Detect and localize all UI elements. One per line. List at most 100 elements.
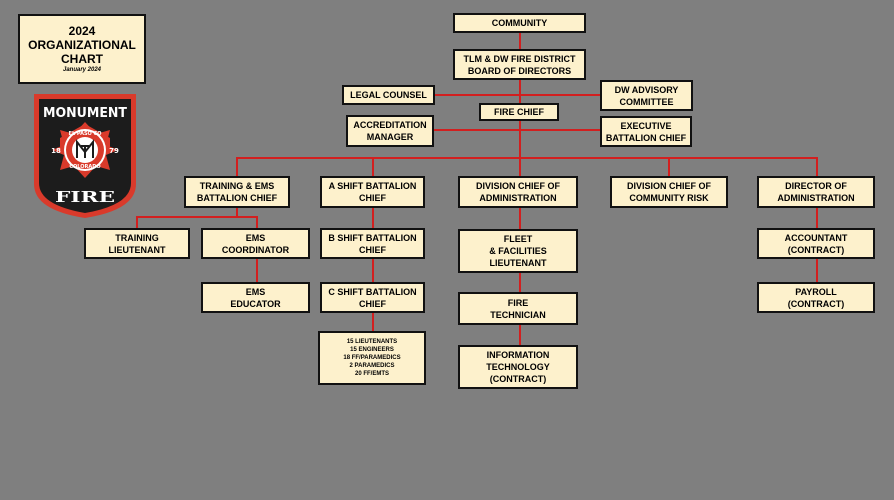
node-label: COMMUNITY RISK xyxy=(629,193,709,203)
logo-text-monument: MONUMENT xyxy=(43,106,127,121)
node-label: COMMITTEE xyxy=(619,96,674,107)
chart-title-line2: CHART xyxy=(61,51,103,66)
chart-date: January 2024 xyxy=(62,66,102,73)
connector-b-c-shift xyxy=(372,259,374,282)
node-label: B SHIFT BATTALION xyxy=(328,232,417,243)
node-label: EXECUTIVE xyxy=(620,120,672,131)
node-label: ACCOUNTANT xyxy=(784,232,848,243)
node-label: (CONTRACT) xyxy=(489,374,547,384)
node-label: TRAINING & EMS xyxy=(199,181,275,191)
connector-drop-div-admin xyxy=(519,157,521,177)
node-label: C SHIFT BATTALION xyxy=(328,286,417,297)
node-accreditation-manager: ACCREDITATION MANAGER xyxy=(346,115,434,147)
node-ems-coordinator: EMS COORDINATOR xyxy=(201,228,310,259)
node-division-chief-community-risk: DIVISION CHIEF OF COMMUNITY RISK xyxy=(610,176,728,208)
node-training-lieutenant: TRAINING LIEUTENANT xyxy=(84,228,190,259)
connector-drop-div-risk xyxy=(668,157,670,177)
chart-title-line1: ORGANIZATIONAL xyxy=(28,37,136,52)
connector-division-bus xyxy=(236,157,817,159)
node-label: ACCREDITATION xyxy=(353,120,427,130)
connector-div-admin-fleet xyxy=(519,207,521,229)
connector-fleet-tech xyxy=(519,272,521,292)
node-label: ADMINISTRATION xyxy=(479,193,557,203)
node-label: MANAGER xyxy=(366,132,414,142)
node-label: TLM & DW FIRE DISTRICT xyxy=(463,53,576,64)
node-payroll: PAYROLL (CONTRACT) xyxy=(757,282,875,313)
connector-tech-it xyxy=(519,325,521,345)
node-label: TECHNOLOGY xyxy=(486,362,550,372)
node-label: (CONTRACT) xyxy=(787,298,845,309)
node-fleet-facilities-lieutenant: FLEET & FACILITIES LIEUTENANT xyxy=(458,229,578,273)
node-label: LIEUTENANT xyxy=(108,244,166,255)
node-label: CHIEF xyxy=(359,244,386,255)
connector-director-accountant xyxy=(816,207,818,228)
connector-accountant-payroll xyxy=(816,259,818,282)
node-legal-counsel: LEGAL COUNSEL xyxy=(342,85,435,105)
node-b-shift-battalion-chief: B SHIFT BATTALION CHIEF xyxy=(320,228,425,259)
connector-board-fire-chief xyxy=(519,80,521,104)
node-label: EDUCATOR xyxy=(230,298,281,309)
node-label: CHIEF xyxy=(359,298,386,309)
connector-training-subs xyxy=(236,207,238,217)
connector-training-sub-bus xyxy=(136,216,258,218)
connector-drop-training-lt xyxy=(136,216,138,228)
connector-drop-director xyxy=(816,157,818,177)
node-label: TRAINING xyxy=(115,232,159,243)
node-label: BATTALION CHIEF xyxy=(196,193,278,203)
node-label: A SHIFT BATTALION xyxy=(328,181,417,191)
logo-text-el-paso: EL PASO CO xyxy=(69,131,102,137)
logo-text-year-left: 18 xyxy=(51,147,61,155)
logo-text-year-right: 79 xyxy=(109,147,119,155)
node-label: INFORMATION xyxy=(486,350,550,360)
connector-c-shift-staff xyxy=(372,312,374,331)
node-a-shift-battalion-chief: A SHIFT BATTALION CHIEF xyxy=(320,176,425,208)
chart-title-year: 2024 xyxy=(68,23,96,38)
node-label: CHIEF xyxy=(359,193,386,203)
node-label: DIRECTOR OF xyxy=(785,181,847,191)
node-label: BATTALION CHIEF xyxy=(605,132,687,143)
connector-drop-ems-coord xyxy=(256,216,258,228)
connector-fire-chief-staff xyxy=(519,120,521,158)
node-label: 15 LIEUTENANTS xyxy=(346,339,398,345)
node-label: LEGAL COUNSEL xyxy=(350,90,427,100)
node-label: FIRE xyxy=(507,297,529,308)
node-label: DIVISION CHIEF OF xyxy=(475,181,560,191)
node-label: PAYROLL xyxy=(795,286,837,297)
connector-community-board xyxy=(519,33,521,49)
node-division-chief-administration: DIVISION CHIEF OF ADMINISTRATION xyxy=(458,176,578,208)
node-fire-chief: FIRE CHIEF xyxy=(479,103,559,121)
node-community: COMMUNITY xyxy=(453,13,586,33)
node-shift-staff-summary: 15 LIEUTENANTS 15 ENGINEERS 18 FF/PARAME… xyxy=(318,331,426,385)
connector-drop-training xyxy=(236,157,238,177)
node-label: COMMUNITY xyxy=(491,18,548,28)
node-label: FIRE CHIEF xyxy=(493,107,544,117)
node-label: ADMINISTRATION xyxy=(777,193,855,203)
monument-fire-logo: MONUMENT EL PASO CO COLORADO 18 79 FIRE xyxy=(34,94,136,218)
connector-drop-a-shift xyxy=(372,157,374,177)
node-label: COORDINATOR xyxy=(221,244,290,255)
connector-ems-coord-educator xyxy=(256,259,258,282)
node-label: 2 PARAMEDICS xyxy=(349,363,395,369)
node-label: LIEUTENANT xyxy=(489,258,547,268)
node-c-shift-battalion-chief: C SHIFT BATTALION CHIEF xyxy=(320,282,425,313)
connector-a-b-shift xyxy=(372,207,374,228)
node-label: EMS xyxy=(245,232,266,243)
node-label: & FACILITIES xyxy=(489,246,547,256)
node-label: DW ADVISORY xyxy=(614,84,679,95)
node-label: BOARD OF DIRECTORS xyxy=(467,65,572,76)
logo-text-colorado: COLORADO xyxy=(69,164,100,170)
connector-legal-advisory xyxy=(435,94,602,96)
node-label: 18 FF/PARAMEDICS xyxy=(343,355,401,361)
node-label: 15 ENGINEERS xyxy=(350,347,394,353)
node-information-technology: INFORMATION TECHNOLOGY (CONTRACT) xyxy=(458,345,578,389)
node-fire-technician: FIRE TECHNICIAN xyxy=(458,292,578,325)
mf-monogram-icon xyxy=(76,139,94,158)
node-training-ems-battalion-chief: TRAINING & EMS BATTALION CHIEF xyxy=(184,176,290,208)
node-label: EMS xyxy=(245,286,266,297)
connector-accreditation-executive xyxy=(432,129,602,131)
node-label: TECHNICIAN xyxy=(490,309,546,320)
node-ems-educator: EMS EDUCATOR xyxy=(201,282,310,313)
node-director-administration: DIRECTOR OF ADMINISTRATION xyxy=(757,176,875,208)
node-accountant: ACCOUNTANT (CONTRACT) xyxy=(757,228,875,259)
node-label: 20 FF/EMTS xyxy=(354,371,389,377)
